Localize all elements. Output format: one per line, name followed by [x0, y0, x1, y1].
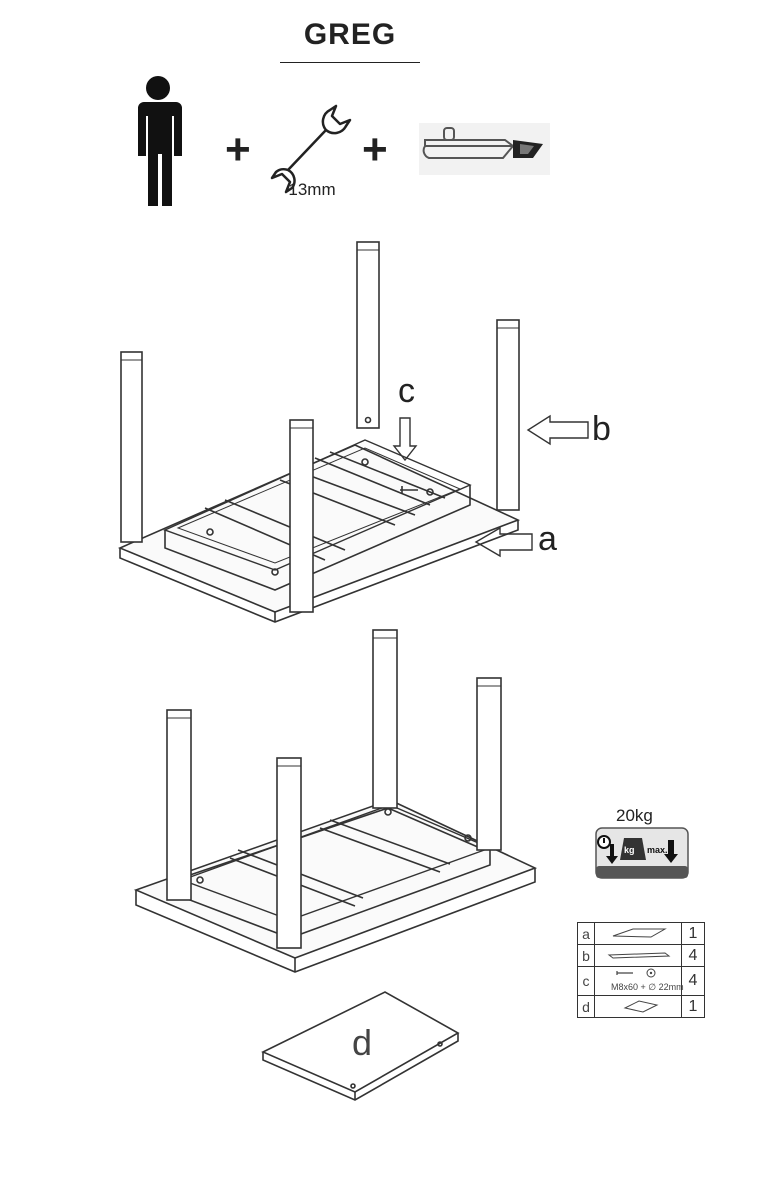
- tabletop-d-drawing: [261, 991, 460, 1101]
- part-qty: 4: [681, 966, 705, 996]
- tabletop-label: d: [352, 1022, 373, 1063]
- callout-b: b: [592, 410, 611, 448]
- table-row: c M8x60 + ∅ 22mm 4: [577, 966, 705, 996]
- part-qty: 4: [681, 944, 705, 967]
- utility-knife-icon: [419, 123, 550, 175]
- part-c-image: M8x60 + ∅ 22mm: [594, 966, 684, 996]
- part-a-image: [594, 922, 682, 945]
- max-load-label: 20kg: [616, 806, 653, 825]
- part-d-image: [594, 995, 682, 1018]
- callout-a: a: [538, 520, 557, 558]
- table-row: b 4: [577, 944, 705, 967]
- wrench-size-label: 13mm: [288, 180, 336, 199]
- callout-c: c: [398, 372, 415, 410]
- max-load-badge: [595, 827, 689, 879]
- part-key: b: [577, 944, 595, 967]
- page-title: GREG: [303, 18, 397, 51]
- step1-assembly-drawing: [117, 241, 589, 623]
- table-row: d 1: [577, 995, 705, 1018]
- title-underline: [280, 62, 420, 63]
- part-qty: 1: [681, 922, 705, 945]
- part-c-note: M8x60 + ∅ 22mm: [611, 982, 684, 992]
- wrench-icon: [270, 104, 352, 194]
- part-key: c: [577, 966, 595, 996]
- max-label: max.: [647, 845, 668, 855]
- part-b-image: [594, 944, 682, 967]
- plus-sign: +: [225, 125, 251, 174]
- kg-label: kg: [624, 845, 635, 855]
- plus-sign: +: [362, 125, 388, 174]
- parts-list-table: a 1 b 4 c M8x60 + ∅ 22mm 4 d 1: [577, 922, 705, 1018]
- part-key: a: [577, 922, 595, 945]
- step2-assembly-drawing: [133, 629, 538, 973]
- table-row: a 1: [577, 922, 705, 945]
- person-icon: [138, 76, 182, 206]
- part-qty: 1: [681, 995, 705, 1018]
- part-key: d: [577, 995, 595, 1018]
